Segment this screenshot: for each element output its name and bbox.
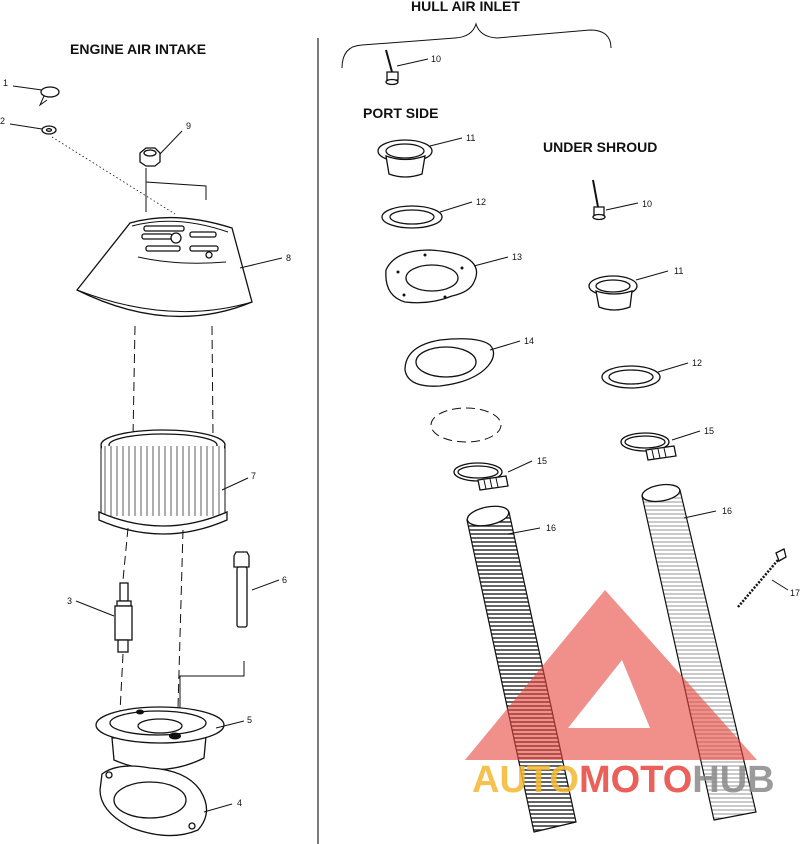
watermark-hub: HUB (692, 759, 774, 801)
nut-assembly-bracket (145, 168, 207, 200)
watermark-moto: MOTO (579, 759, 692, 801)
nut-part-9 (139, 147, 161, 167)
heading-port-side: PORT SIDE (363, 105, 438, 121)
clip-part-1 (38, 86, 60, 107)
callout-5: 5 (247, 715, 252, 725)
watermark-logo-triangle (465, 590, 757, 760)
automotohub-watermark: AUTOMOTOHUB (465, 590, 775, 801)
callout-8: 8 (286, 253, 291, 263)
callout-17: 17 (790, 588, 800, 598)
callout-16-port: 16 (546, 523, 556, 533)
callout-12-shroud: 12 (692, 358, 702, 368)
screw-part-10-shroud (592, 179, 606, 221)
clamp-part-15-port (453, 462, 509, 491)
callout-3: 3 (67, 596, 72, 606)
gasket-part-4 (99, 765, 208, 837)
callout-9: 9 (186, 121, 191, 131)
ring-part-12-port (381, 205, 443, 229)
gasket-part-14 (404, 338, 495, 387)
callout-12-port: 12 (476, 197, 486, 207)
flange-part-11-shroud (588, 275, 638, 311)
callout-6: 6 (282, 575, 287, 585)
hull-air-inlet-brace (341, 22, 612, 69)
heading-hull-air-inlet: HULL AIR INLET (411, 0, 520, 14)
callout-10-shroud: 10 (642, 199, 652, 209)
base-adapter-part-5 (95, 706, 225, 771)
callout-15-port: 15 (537, 456, 547, 466)
cone-cover-part-8 (75, 216, 253, 318)
assembly-dotted-line (51, 136, 176, 215)
callout-1: 1 (3, 78, 8, 88)
screw-part-10-port (385, 49, 399, 86)
callout-16-shroud: 16 (722, 506, 732, 516)
stud-part-3 (114, 582, 133, 653)
callout-15-shroud: 15 (704, 426, 714, 436)
callout-11-shroud: 11 (674, 266, 683, 276)
bolt-part-6 (233, 551, 250, 628)
clamp-part-15-shroud (620, 432, 677, 461)
callout-4: 4 (237, 798, 242, 808)
dashed-seal-outline (430, 407, 502, 443)
svg-text:AUTOMOTOHUB: AUTOMOTOHUB (472, 759, 775, 801)
callout-11-port: 11 (466, 133, 475, 143)
callout-2: 2 (0, 116, 5, 126)
flange-part-11-port (377, 139, 433, 178)
plate-part-13 (385, 249, 478, 304)
callout-13: 13 (512, 252, 522, 262)
air-filter-part-7 (98, 429, 228, 535)
heading-engine-air-intake: ENGINE AIR INTAKE (70, 41, 206, 57)
callout-14: 14 (524, 336, 534, 346)
watermark-auto: AUTO (472, 759, 579, 801)
ring-part-12-shroud (601, 365, 661, 389)
callout-7: 7 (251, 471, 256, 481)
callout-10-port: 10 (431, 54, 441, 64)
washer-part-2 (41, 125, 57, 135)
heading-under-shroud: UNDER SHROUD (543, 139, 657, 155)
cable-tie-part-17 (737, 548, 787, 608)
